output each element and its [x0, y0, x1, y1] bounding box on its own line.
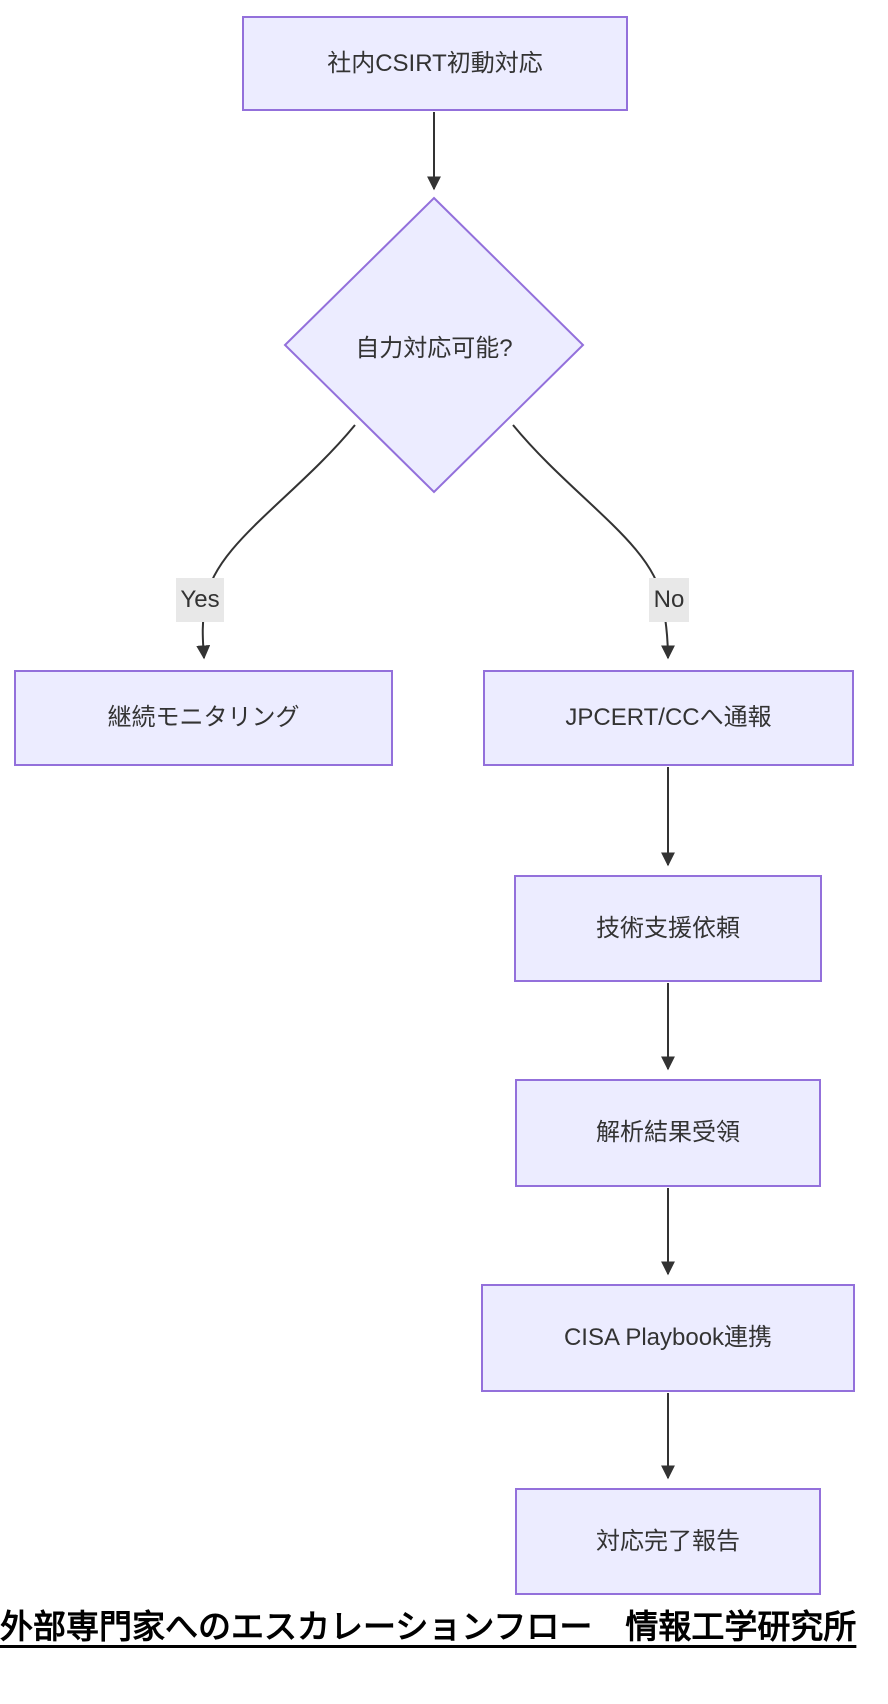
edge-decision-jpcert-no	[512, 424, 675, 660]
node-monitor: 継続モニタリング	[14, 670, 393, 766]
node-report: 対応完了報告	[515, 1488, 821, 1595]
node-jpcert: JPCERT/CCへ通報	[483, 670, 854, 766]
node-analysis: 解析結果受領	[515, 1079, 821, 1187]
node-support: 技術支援依頼	[514, 875, 822, 982]
decision-diamond-shape	[283, 196, 585, 494]
node-start: 社内CSIRT初動対応	[242, 16, 628, 111]
edge-decision-monitor-yes	[196, 424, 356, 660]
edge-label-no: No	[649, 578, 689, 622]
node-decision-label: 自力対応可能?	[355, 334, 513, 362]
edge-label-yes: Yes	[176, 578, 224, 622]
node-cisa: CISA Playbook連携	[481, 1284, 855, 1392]
caption: 外部専門家へのエスカレーションフロー 情報工学研究所	[0, 1608, 857, 1645]
